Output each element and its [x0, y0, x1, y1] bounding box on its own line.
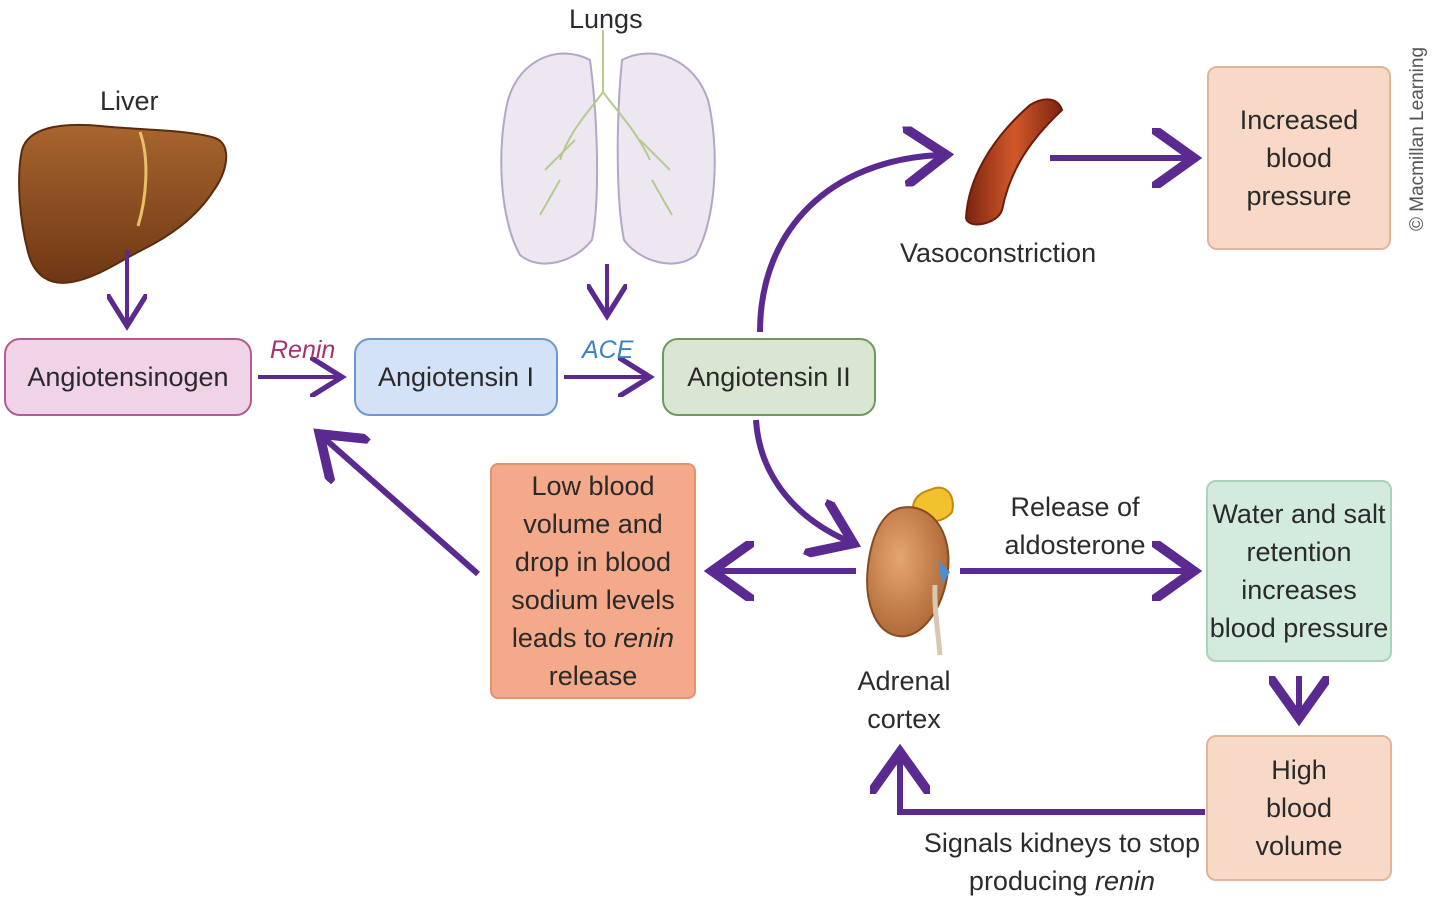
increased-bp-line: blood: [1265, 143, 1333, 173]
arrow-low-volume-to-angiotensinogen: [324, 438, 480, 577]
renin-italic-text: renin: [614, 623, 675, 653]
angiotensin-1-box: Angiotensin I: [354, 338, 558, 416]
water-salt-line: blood pressure: [1209, 613, 1389, 643]
vasoconstriction-label: Vasoconstriction: [900, 238, 1097, 268]
increased-bp-line: pressure: [1246, 181, 1352, 211]
angiotensin-2-text: Angiotensin II: [687, 362, 851, 392]
high-volume-line: blood: [1265, 793, 1333, 823]
adrenal-cortex-label: Adrenal cortex: [856, 662, 952, 738]
low-volume-line: leads to renin: [511, 619, 675, 657]
low-volume-line: volume and: [523, 509, 663, 539]
low-volume-line: drop in blood: [514, 547, 672, 577]
kidney-adrenal-illustration: [866, 486, 954, 656]
adrenal-label-line: Adrenal: [857, 666, 951, 696]
arrow-angiotensin2-to-vasoconstriction: [757, 155, 940, 333]
water-salt-line: Water and salt: [1212, 499, 1386, 529]
arrows: [127, 155, 1299, 815]
lungs-illustration: [500, 30, 716, 265]
water-salt-line: retention: [1246, 537, 1352, 567]
signals-kidneys-label: Signals kidneys to stop producing renin: [910, 824, 1214, 900]
angiotensinogen-text: Angiotensinogen: [27, 362, 229, 392]
angiotensin-1-text: Angiotensin I: [377, 362, 535, 392]
liver-label: Liver: [100, 86, 159, 116]
water-salt-retention-box: Water and salt retention increases blood…: [1206, 480, 1392, 662]
arrow-high-volume-to-adrenal: [900, 758, 1205, 815]
low-volume-line: sodium levels: [511, 585, 675, 615]
angiotensin-2-box: Angiotensin II: [662, 338, 876, 416]
increased-blood-pressure-box: Increased blood pressure: [1207, 66, 1391, 250]
ace-enzyme-label: ACE: [582, 336, 634, 364]
leads-to-text: leads to: [511, 623, 607, 653]
arrow-angiotensin2-to-adrenal: [753, 419, 848, 541]
copyright-credit: © Macmillan Learning: [1407, 46, 1428, 232]
high-volume-line: volume: [1255, 831, 1343, 861]
release-aldosterone-label: Release of aldosterone: [1000, 488, 1150, 564]
renin-italic-text: renin: [1095, 866, 1156, 896]
lungs-label: Lungs: [569, 4, 643, 34]
high-blood-volume-box: High blood volume: [1206, 735, 1392, 881]
high-volume-line: High: [1271, 755, 1327, 785]
angiotensinogen-box: Angiotensinogen: [4, 338, 252, 416]
cortex-label-line: cortex: [867, 704, 941, 734]
low-volume-line: release: [548, 661, 638, 691]
liver-illustration: [18, 123, 228, 284]
signals-line: producing renin: [910, 862, 1214, 900]
renin-enzyme-label: Renin: [270, 336, 336, 364]
low-blood-volume-box: Low blood volume and drop in blood sodiu…: [490, 463, 696, 699]
release-aldosterone-line: Release of: [1010, 492, 1140, 522]
signals-line: Signals kidneys to stop: [923, 828, 1201, 858]
producing-text: producing: [968, 866, 1088, 896]
increased-bp-line: Increased: [1239, 105, 1359, 135]
water-salt-line: increases: [1241, 575, 1357, 605]
blood-vessel-illustration: [964, 98, 1064, 226]
low-volume-line: Low blood: [531, 471, 655, 501]
release-aldosterone-line: aldosterone: [1004, 530, 1146, 560]
